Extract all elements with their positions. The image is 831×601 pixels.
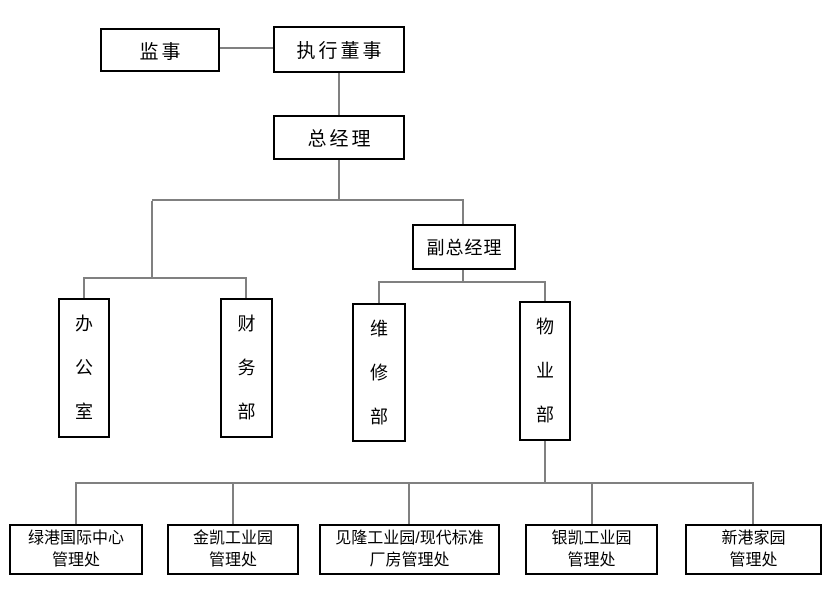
- connector-stub-caiwubu: [245, 279, 247, 298]
- connector-left-branch-bar: [83, 277, 247, 279]
- connector-stub-wuyebu: [544, 283, 546, 301]
- node-yinkai-industrial-park-office-label: 银凯工业园 管理处: [551, 529, 632, 569]
- node-general-manager-label: 总经理: [307, 129, 374, 150]
- connector-stub-yinkai: [591, 484, 593, 524]
- connector-zhixingdongshi-zongjingli: [338, 73, 340, 115]
- node-deputy-general-manager: 副总经理: [412, 224, 516, 270]
- node-property-dept-label: 物 业 部: [536, 317, 554, 425]
- connector-stub-xingang: [752, 484, 754, 524]
- connector-stub-bangongshi: [83, 279, 85, 298]
- node-supervisor-label: 监事: [139, 41, 184, 63]
- connector-stub-jinkai: [232, 484, 234, 524]
- node-xingang-home-office-label: 新港家园 管理处: [721, 529, 786, 569]
- node-deputy-general-manager-label: 副总经理: [426, 238, 503, 258]
- node-property-dept: 物 业 部: [519, 301, 571, 441]
- node-xingang-home-office: 新港家园 管理处: [685, 524, 822, 575]
- connector-stub-jianlong: [408, 484, 410, 524]
- node-general-manager: 总经理: [273, 115, 405, 160]
- connector-fuzongjingli-trunk: [462, 270, 464, 282]
- node-jianlong-industrial-park-office: 见隆工业园/现代标准 厂房管理处: [319, 524, 500, 575]
- node-lvgang-intl-center-office-label: 绿港国际中心 管理处: [27, 529, 124, 569]
- node-lvgang-intl-center-office: 绿港国际中心 管理处: [9, 524, 143, 575]
- connector-stub-lvgang: [75, 484, 77, 524]
- connector-left-branch-drop: [151, 201, 153, 278]
- node-maintenance-dept-label: 维 修 部: [370, 318, 388, 427]
- connector-stub-weixiubu: [378, 283, 380, 303]
- node-office-dept: 办 公 室: [58, 298, 110, 438]
- node-finance-dept-label: 财 务 部: [237, 314, 256, 422]
- node-jinkai-industrial-park-office: 金凯工业园 管理处: [167, 524, 299, 575]
- connector-offices-branch-bar: [75, 482, 754, 484]
- connector-right-branch-drop: [462, 201, 464, 224]
- node-office-dept-label: 办 公 室: [75, 314, 93, 422]
- connector-wuyebu-trunk: [544, 441, 546, 483]
- node-yinkai-industrial-park-office: 银凯工业园 管理处: [525, 524, 658, 575]
- node-executive-director-label: 执行董事: [296, 41, 385, 62]
- node-executive-director: 执行董事: [273, 26, 405, 73]
- connector-jianshi-zhixingdongshi: [220, 47, 273, 49]
- node-maintenance-dept: 维 修 部: [352, 303, 406, 442]
- node-supervisor: 监事: [100, 28, 220, 72]
- node-jinkai-industrial-park-office-label: 金凯工业园 管理处: [192, 529, 273, 569]
- node-jianlong-industrial-park-office-label: 见隆工业园/现代标准 厂房管理处: [335, 529, 484, 569]
- node-finance-dept: 财 务 部: [220, 298, 273, 438]
- connector-zongjingli-trunk: [338, 160, 340, 200]
- connector-zongjingli-branch-bar: [152, 199, 464, 201]
- connector-fuzongjingli-branch-bar: [378, 281, 546, 283]
